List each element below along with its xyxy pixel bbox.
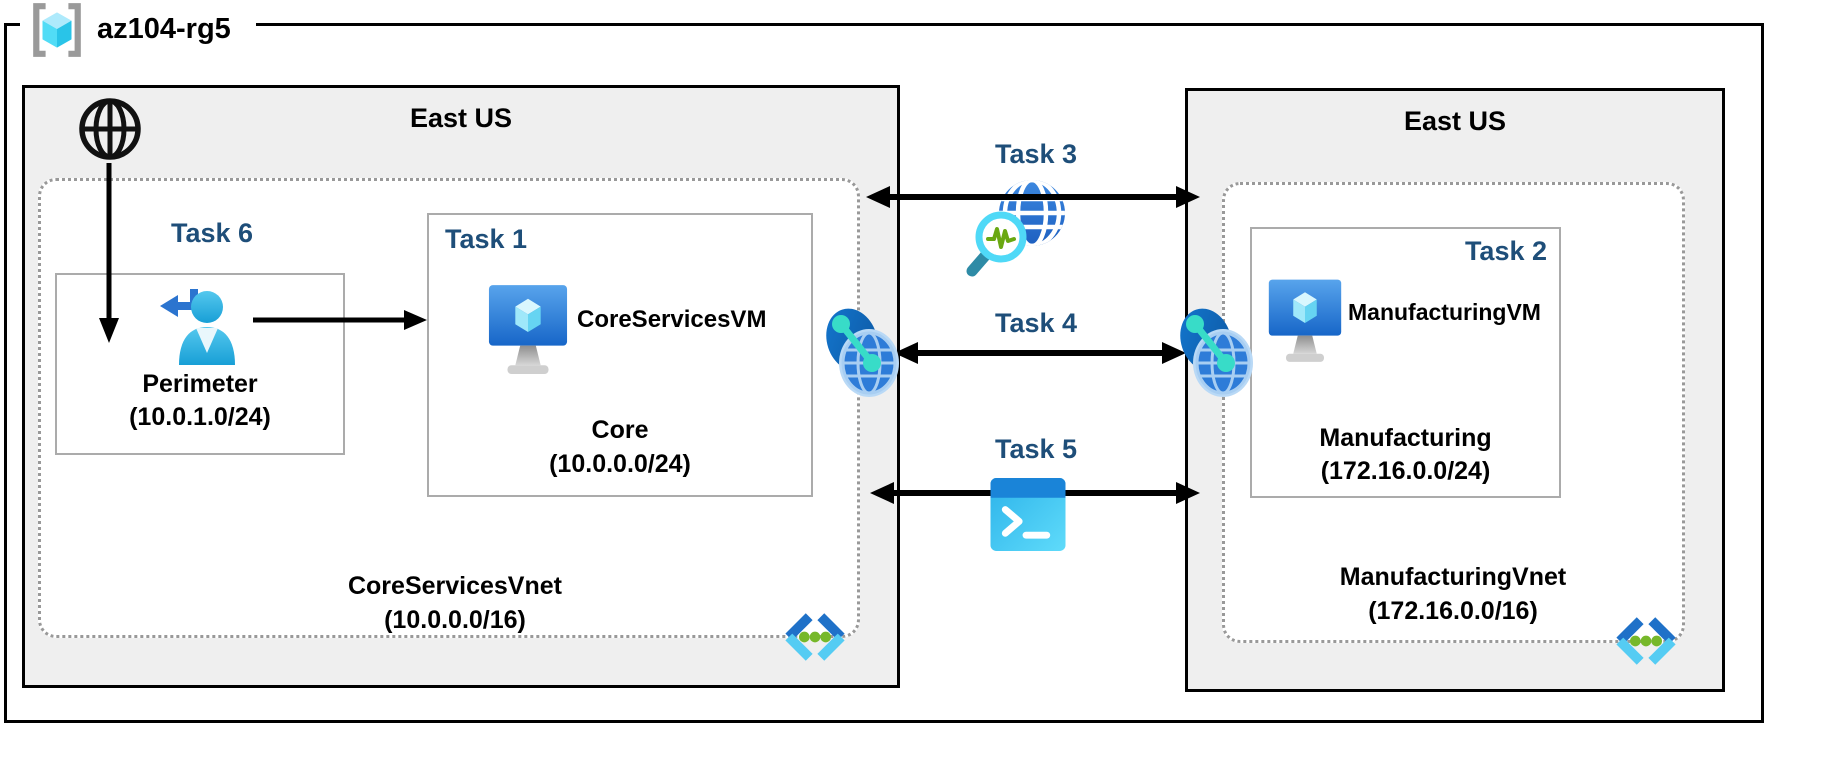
perimeter-subnet-name: Perimeter bbox=[142, 370, 258, 398]
manufacturing-vm-name: ManufacturingVM bbox=[1348, 299, 1541, 325]
task4-label: Task 4 bbox=[994, 308, 1078, 338]
manufacturing-vnet-name: ManufacturingVnet bbox=[1339, 563, 1567, 591]
network-watcher-icon bbox=[955, 172, 1070, 284]
core-subnet-name: Core bbox=[591, 416, 649, 444]
core-vnet-name: CoreServicesVnet bbox=[347, 572, 562, 600]
manufacturing-vnet-cidr: (172.16.0.0/16) bbox=[1368, 597, 1538, 625]
perimeter-subnet-cidr: (10.0.1.0/24) bbox=[129, 403, 271, 431]
task1-label: Task 1 bbox=[445, 224, 528, 254]
virtual-network-icon bbox=[783, 612, 847, 662]
resource-group-icon bbox=[28, 2, 86, 58]
right-region-label: East US bbox=[1403, 106, 1507, 136]
guest-user-icon bbox=[152, 279, 238, 367]
vm-icon bbox=[487, 283, 569, 381]
internet-globe-icon bbox=[77, 96, 143, 162]
task5-label: Task 5 bbox=[994, 434, 1078, 464]
core-vnet-cidr: (10.0.0.0/16) bbox=[384, 606, 526, 634]
vm-icon bbox=[1267, 277, 1343, 369]
manufacturing-subnet-cidr: (172.16.0.0/24) bbox=[1320, 457, 1491, 485]
task3-label: Task 3 bbox=[994, 139, 1078, 169]
manufacturing-subnet-name: Manufacturing bbox=[1319, 424, 1492, 452]
resource-group-container bbox=[4, 23, 1764, 723]
resource-group-title: az104-rg5 bbox=[97, 13, 231, 45]
vnet-peering-icon bbox=[822, 304, 902, 400]
core-subnet-box bbox=[427, 213, 813, 497]
manufacturing-subnet-box bbox=[1250, 227, 1561, 498]
core-vm-name: CoreServicesVM bbox=[577, 306, 767, 333]
task6-label: Task 6 bbox=[170, 218, 254, 248]
vnet-peering-icon bbox=[1176, 304, 1256, 400]
virtual-network-icon bbox=[1614, 616, 1678, 666]
left-region-label: East US bbox=[409, 103, 513, 133]
powershell-icon bbox=[989, 477, 1067, 552]
core-subnet-cidr: (10.0.0.0/24) bbox=[549, 450, 691, 478]
task2-label: Task 2 bbox=[1464, 236, 1547, 266]
